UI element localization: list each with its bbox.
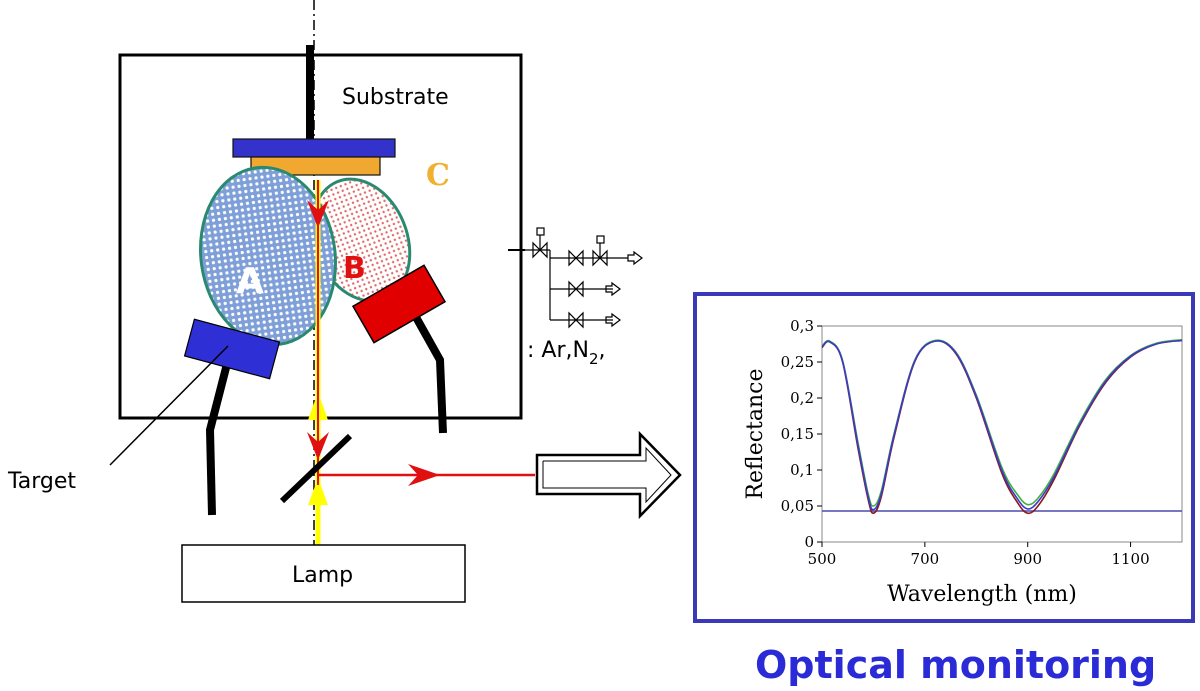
gases-label: : Ar,N2,	[527, 338, 606, 368]
reflected-arrow-top	[307, 200, 329, 228]
reflected-arrow-right	[408, 464, 440, 486]
target-b	[351, 264, 447, 344]
hollow-arrow-inner	[542, 446, 672, 504]
plasma-c-label: C	[426, 158, 450, 193]
plasma-b-label: B	[343, 251, 366, 286]
y-tick-label: 0,05	[781, 497, 814, 515]
x-tick-label: 1100	[1111, 550, 1149, 568]
target-pointer	[109, 345, 229, 466]
reflectance-chart: 0 0,05 0,1 0,15 0,2 0,25 0,3 500 700 900 1100 Wave…	[743, 317, 1183, 607]
hollow-arrow	[535, 430, 682, 520]
beam-splitter	[279, 433, 353, 504]
substrate-label: Substrate	[342, 85, 449, 110]
plasma-a	[199, 165, 337, 347]
target-a	[183, 318, 281, 380]
substrate-holder	[232, 138, 396, 158]
y-tick-label: 0,2	[790, 389, 814, 407]
x-tick-label: 500	[808, 550, 837, 568]
x-tick-label: 900	[1013, 550, 1042, 568]
plasma-a-label: A	[236, 261, 264, 302]
y-tick-label: 0	[804, 533, 814, 551]
target-a-arm	[205, 359, 232, 516]
y-axis-label: Reflectance	[743, 368, 768, 499]
y-tick-label: 0,25	[781, 353, 814, 371]
optical-monitoring-title: Optical monitoring	[755, 643, 1156, 687]
y-tick-label: 0,1	[790, 461, 814, 479]
target-label: Target	[7, 469, 76, 494]
lamp	[181, 544, 466, 603]
y-tick-label: 0,3	[790, 317, 814, 335]
substrate-rod	[306, 45, 314, 140]
lamp-beam-arrow-low	[308, 478, 328, 505]
x-tick-label: 700	[911, 550, 940, 568]
reflected-arrow-mid	[307, 432, 329, 460]
lamp-label: Lamp	[292, 563, 353, 588]
y-tick-label: 0,15	[781, 425, 814, 443]
x-axis-label: Wavelength (nm)	[887, 582, 1077, 607]
gas-inlet-system	[508, 227, 643, 329]
reflectance-series-3	[821, 339, 1183, 511]
target-b-arm	[408, 308, 447, 434]
